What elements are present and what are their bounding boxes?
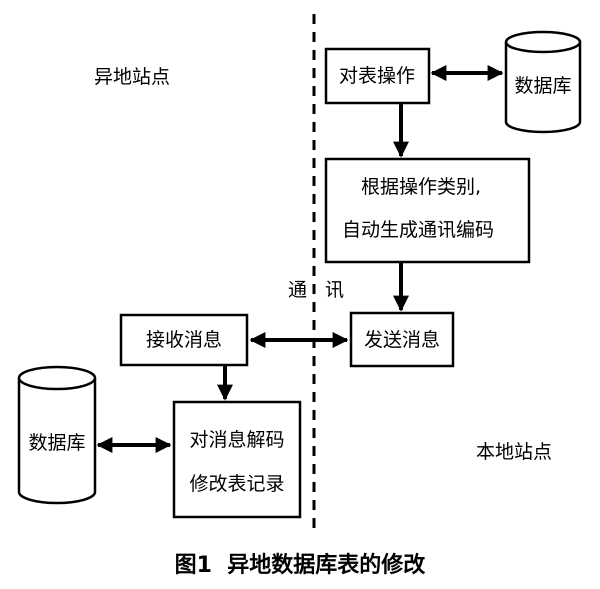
generate-code-node: 根据操作类别, 自动生成通讯编码 (324, 157, 531, 264)
receive-message-node: 接收消息 (119, 313, 249, 367)
remote-site-label: 异地站点 (94, 66, 170, 88)
generate-code-label-line2: 自动生成通讯编码 (342, 219, 494, 241)
decode-modify-node: 对消息解码 修改表记录 (172, 400, 302, 519)
send-message-label: 发送消息 (364, 329, 440, 351)
send-message-node: 发送消息 (349, 311, 455, 368)
table-operation-node: 对表操作 (324, 47, 431, 105)
table-operation-label: 对表操作 (339, 65, 415, 87)
decode-modify-label-line2: 修改表记录 (189, 473, 284, 495)
figure-caption: 图1 异地数据库表的修改 (175, 552, 427, 578)
remote-database-label: 数据库 (28, 432, 85, 454)
remote-database-node: 数据库 (17, 365, 97, 505)
channel-label-char2: 讯 (325, 279, 344, 301)
local-database-label: 数据库 (514, 75, 571, 97)
local-site-label: 本地站点 (476, 441, 552, 463)
decode-modify-label-line1: 对消息解码 (189, 429, 284, 451)
generate-code-label-line1: 根据操作类别, (361, 176, 481, 198)
receive-message-label: 接收消息 (146, 329, 222, 351)
channel-label-char1: 通 (288, 279, 307, 301)
local-database-node: 数据库 (504, 30, 582, 134)
